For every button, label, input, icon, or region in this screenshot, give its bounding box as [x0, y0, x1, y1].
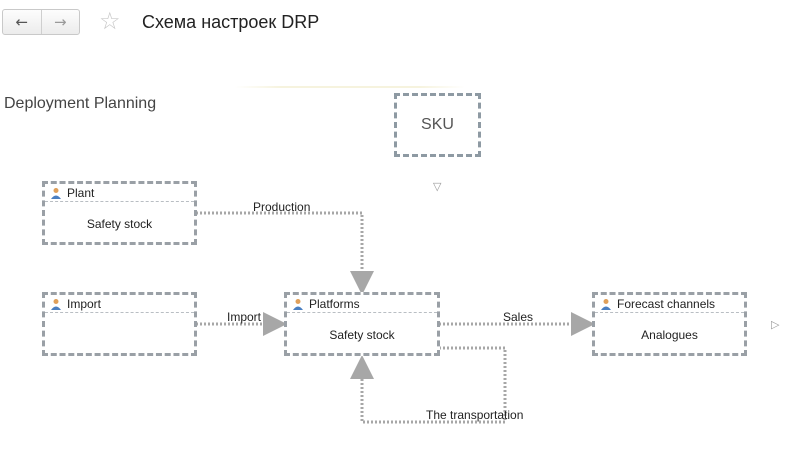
- forecast-channels-node[interactable]: Forecast channels Analogues: [592, 292, 747, 356]
- user-icon: [293, 298, 303, 310]
- import-node-title: Import: [67, 296, 102, 311]
- platforms-node-body: Safety stock: [329, 328, 395, 342]
- import-node[interactable]: Import: [42, 292, 197, 356]
- forward-button[interactable]: →: [40, 10, 80, 34]
- transportation-label: The transportation: [426, 408, 524, 422]
- back-button[interactable]: ←: [15, 13, 29, 31]
- platforms-node[interactable]: Platforms Safety stock: [284, 292, 440, 356]
- transportation-connector: [350, 346, 507, 424]
- forecast-node-title: Forecast channels: [617, 296, 716, 311]
- plant-node-title: Plant: [67, 185, 95, 200]
- plant-node[interactable]: Plant Safety stock: [42, 181, 197, 245]
- user-icon: [51, 187, 61, 199]
- sales-label: Sales: [503, 310, 534, 324]
- decorative-divider: [235, 86, 465, 88]
- diagram-title: Deployment Planning: [4, 95, 157, 112]
- page-title: Схема настроек DRP: [142, 12, 320, 32]
- platforms-node-title: Platforms: [309, 296, 360, 311]
- import-edge-label: Import: [227, 310, 262, 324]
- forecast-node-body: Analogues: [641, 328, 698, 342]
- scroll-down-arrow-icon[interactable]: ▽: [433, 180, 442, 193]
- production-connector: [196, 211, 374, 295]
- production-label: Production: [253, 200, 311, 214]
- sku-button[interactable]: SKU: [394, 93, 481, 157]
- scroll-right-arrow-icon[interactable]: ▷: [771, 318, 780, 331]
- navigation-buttons: ← →: [2, 9, 80, 35]
- user-icon: [51, 298, 61, 310]
- toolbar: ← → ☆ Схема настроек DRP: [0, 0, 801, 46]
- plant-node-body: Safety stock: [86, 217, 153, 231]
- user-icon: [601, 298, 611, 310]
- favorite-star-icon[interactable]: ☆: [99, 7, 121, 35]
